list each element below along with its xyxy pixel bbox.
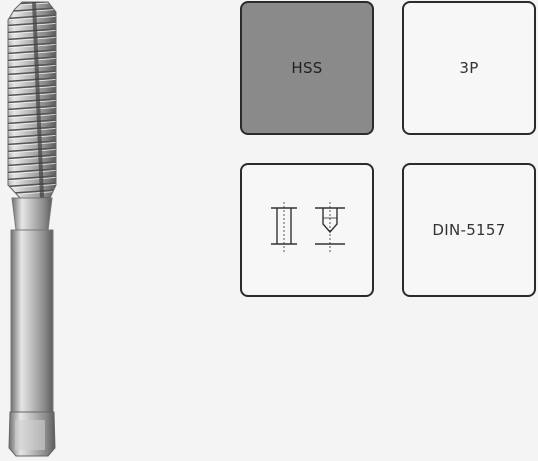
standard-label: DIN-5157 xyxy=(432,221,506,239)
through-hole-icon xyxy=(271,202,297,252)
hole-type-icons xyxy=(271,202,345,252)
material-tile[interactable]: HSS xyxy=(240,1,374,135)
blind-hole-icon xyxy=(315,202,345,252)
hole-type-tile[interactable] xyxy=(240,163,374,297)
standard-tile[interactable]: DIN-5157 xyxy=(402,163,536,297)
flutes-tile[interactable]: 3P xyxy=(402,1,536,135)
tap-tool-image xyxy=(7,1,57,457)
flutes-label: 3P xyxy=(459,59,479,77)
material-label: HSS xyxy=(291,59,323,77)
